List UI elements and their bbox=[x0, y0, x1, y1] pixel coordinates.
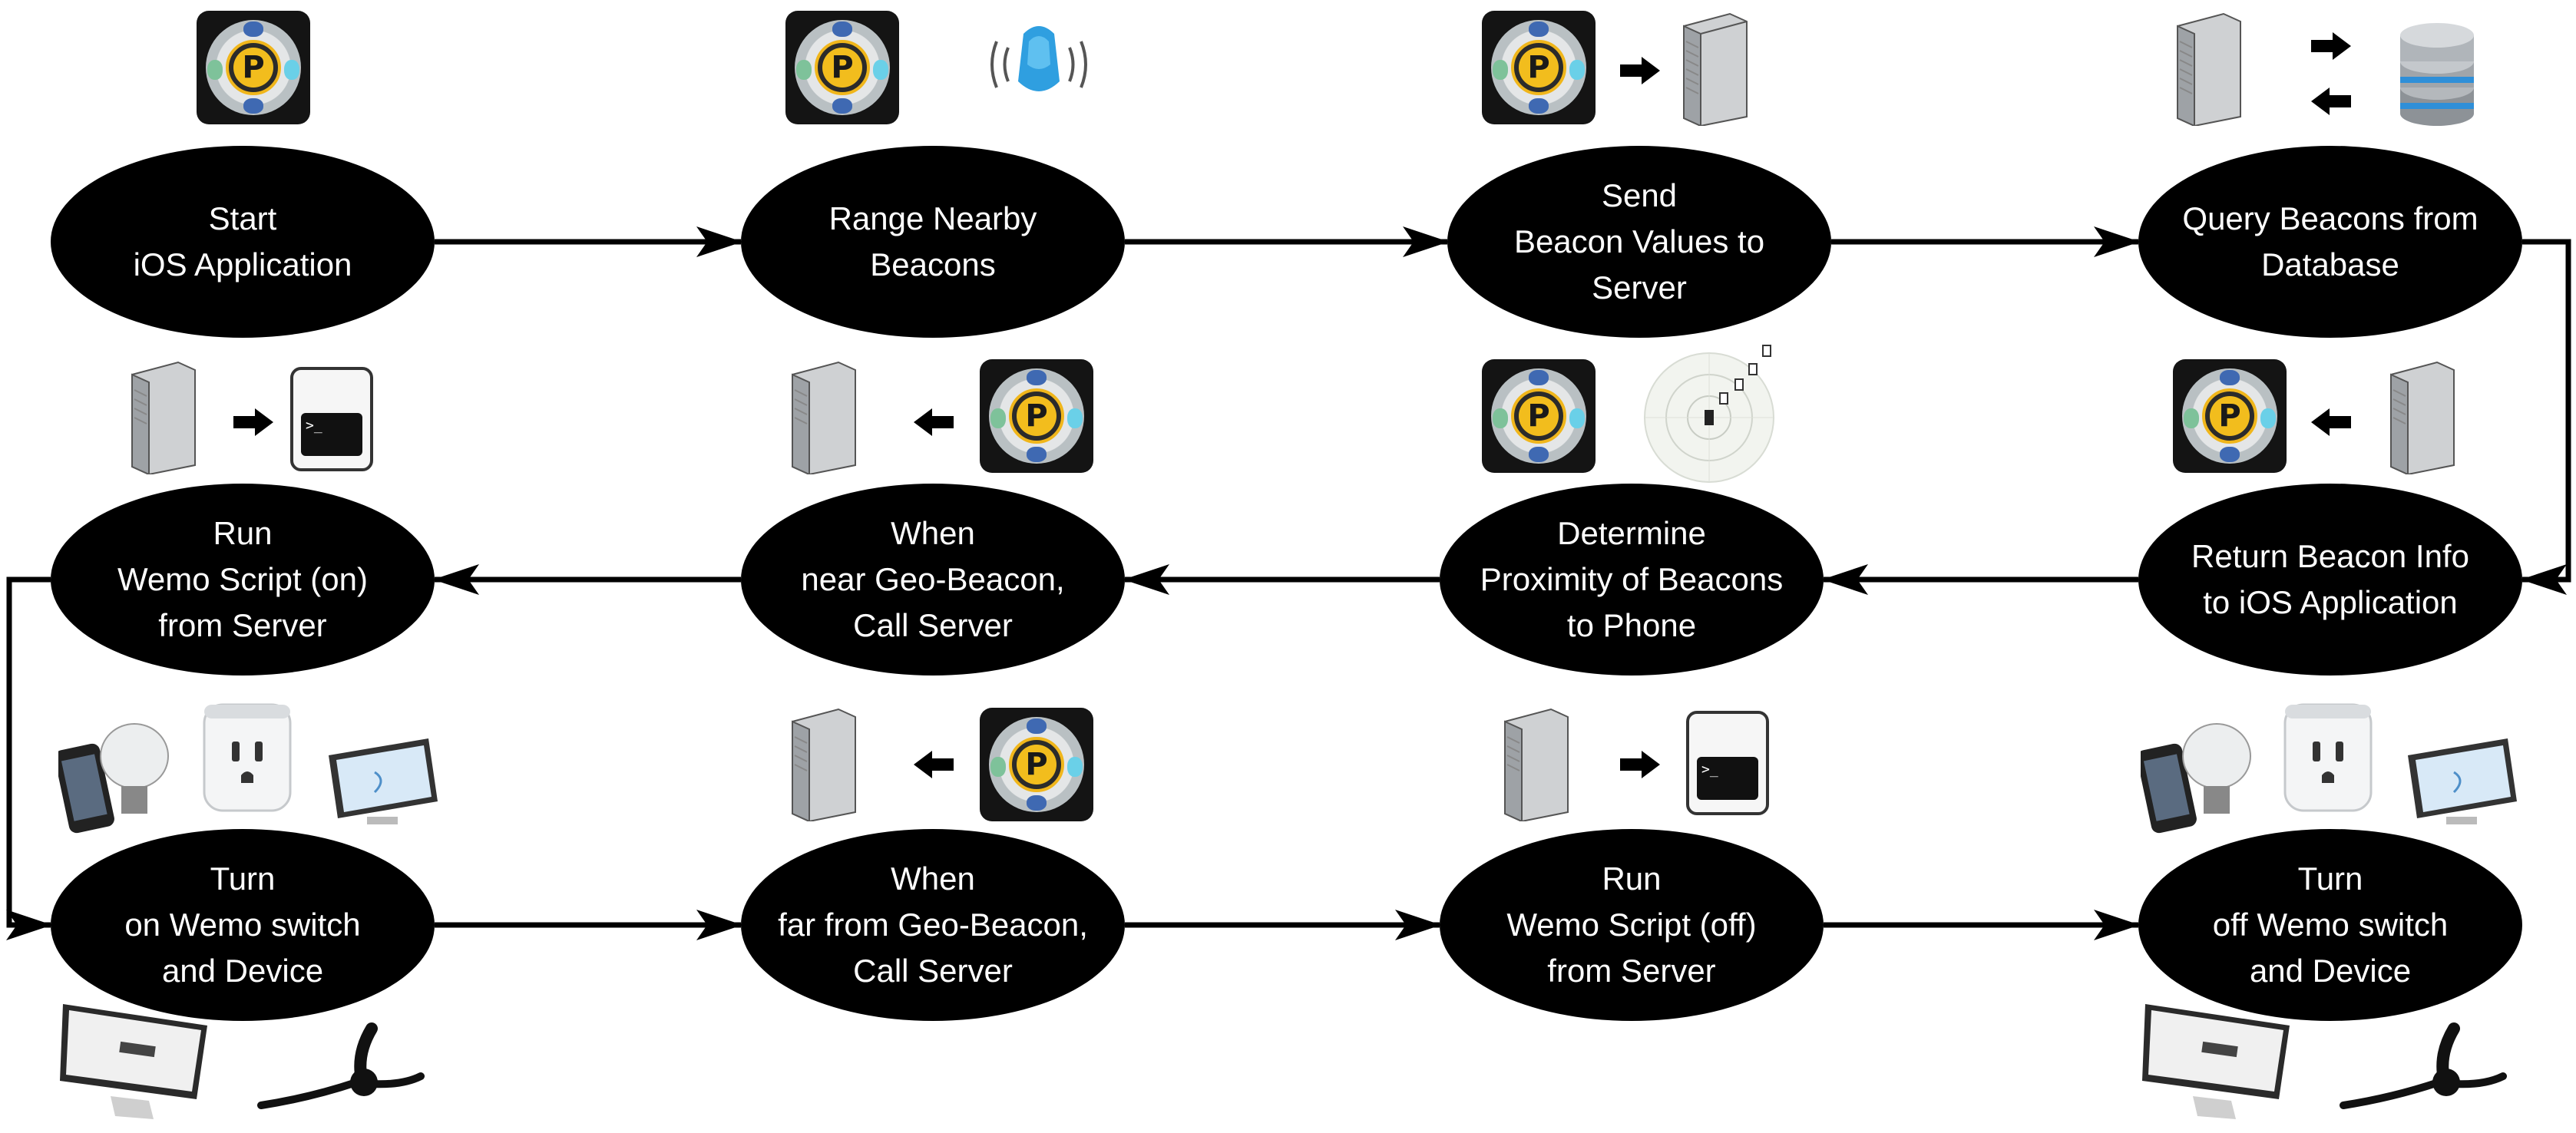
terminal-icon: >_ bbox=[1686, 711, 1769, 815]
p-app-icon: P bbox=[2173, 359, 2287, 473]
left-arrow-icon bbox=[914, 751, 954, 778]
node-return-beacon-info: Return Beacon Info to iOS Application bbox=[2138, 484, 2522, 676]
node-label: Determine Proximity of Beacons to Phone bbox=[1480, 515, 1784, 643]
server-icon bbox=[1504, 708, 1569, 821]
left-arrow-icon bbox=[2311, 88, 2351, 115]
app-mark: P bbox=[822, 48, 862, 88]
node-label: Turn on Wemo switch and Device bbox=[124, 860, 361, 989]
beacon-icon bbox=[990, 26, 1087, 91]
node-turn-on-switch: Turn on Wemo switch and Device bbox=[51, 829, 435, 1021]
edges-group bbox=[6, 226, 2571, 940]
monitor-icon bbox=[60, 1004, 207, 1119]
p-app-icon: P bbox=[980, 359, 1093, 473]
node-label: Run Wemo Script (off) from Server bbox=[1506, 860, 1757, 989]
node-turn-off-switch: Turn off Wemo switch and Device bbox=[2138, 829, 2522, 1021]
node-label: Range Nearby Beacons bbox=[828, 200, 1037, 282]
node-range-nearby-beacons: Range Nearby Beacons bbox=[741, 146, 1125, 338]
p-app-icon: P bbox=[1482, 359, 1596, 473]
node-send-beacon-values: Send Beacon Values to Server bbox=[1447, 146, 1831, 338]
server-icon bbox=[792, 361, 856, 474]
p-app-icon: P bbox=[197, 11, 310, 124]
ceiling-fan-icon bbox=[2340, 1022, 2507, 1109]
right-arrow-icon bbox=[1620, 751, 1660, 778]
node-when-near: When near Geo-Beacon, Call Server bbox=[741, 484, 1125, 676]
node-run-script-on: Run Wemo Script (on) from Server bbox=[51, 484, 435, 676]
server-icon bbox=[131, 361, 196, 474]
right-arrow-icon bbox=[2311, 32, 2351, 60]
node-label: When far from Geo-Beacon, Call Server bbox=[778, 860, 1088, 989]
edge-run-script-on-to-turn-on-switch bbox=[6, 576, 52, 940]
node-label: Return Beacon Info to iOS Application bbox=[2191, 538, 2469, 620]
server-icon bbox=[2390, 361, 2455, 474]
server-icon bbox=[1683, 12, 1748, 126]
app-mark: P bbox=[1017, 396, 1057, 436]
app-mark: P bbox=[233, 48, 273, 88]
edge-query-beacons-to-return-beacon-info bbox=[2521, 239, 2571, 595]
server-icon bbox=[792, 708, 856, 821]
node-label: Turn off Wemo switch and Device bbox=[2212, 860, 2449, 989]
node-run-script-off: Run Wemo Script (off) from Server bbox=[1440, 829, 1824, 1021]
left-arrow-icon bbox=[914, 408, 954, 436]
node-label: Send Beacon Values to Server bbox=[1513, 177, 1765, 306]
wemo-plug-icon bbox=[2283, 703, 2373, 812]
p-app-icon: P bbox=[785, 11, 899, 124]
app-mark: P bbox=[1519, 396, 1559, 436]
node-label: When near Geo-Beacon, Call Server bbox=[801, 515, 1065, 643]
p-app-icon: P bbox=[980, 708, 1093, 821]
tablet-icon bbox=[329, 738, 438, 824]
node-when-far: When far from Geo-Beacon, Call Server bbox=[741, 829, 1125, 1021]
app-mark: P bbox=[1519, 48, 1559, 88]
right-arrow-icon bbox=[1620, 57, 1660, 84]
node-start-ios-application: Start iOS Application bbox=[51, 146, 435, 338]
node-query-beacons: Query Beacons from Database bbox=[2138, 146, 2522, 338]
smartphone-icon bbox=[2141, 743, 2197, 834]
app-mark: P bbox=[1017, 745, 1057, 785]
monitor-icon bbox=[2142, 1004, 2290, 1119]
wemo-plug-icon bbox=[203, 703, 292, 812]
smartphone-icon bbox=[58, 743, 114, 834]
smart-bulb-icon bbox=[2182, 723, 2251, 814]
server-icon bbox=[2177, 12, 2241, 126]
right-arrow-icon bbox=[233, 408, 273, 436]
smart-bulb-icon bbox=[100, 723, 169, 814]
node-determine-proximity: Determine Proximity of Beacons to Phone bbox=[1440, 484, 1824, 676]
node-label: Query Beacons from Database bbox=[2182, 200, 2478, 282]
tablet-icon bbox=[2408, 738, 2517, 824]
terminal-prompt: >_ bbox=[301, 413, 362, 456]
database-icon bbox=[2400, 23, 2474, 126]
app-mark: P bbox=[2210, 396, 2250, 436]
terminal-icon: >_ bbox=[290, 367, 373, 471]
node-label: Start iOS Application bbox=[133, 200, 352, 282]
left-arrow-icon bbox=[2311, 408, 2351, 436]
terminal-prompt: >_ bbox=[1697, 757, 1758, 800]
p-app-icon: P bbox=[1482, 11, 1596, 124]
proximity-radar-icon bbox=[1644, 345, 1774, 483]
node-label: Run Wemo Script (on) from Server bbox=[117, 515, 368, 643]
ceiling-fan-icon bbox=[257, 1022, 425, 1109]
